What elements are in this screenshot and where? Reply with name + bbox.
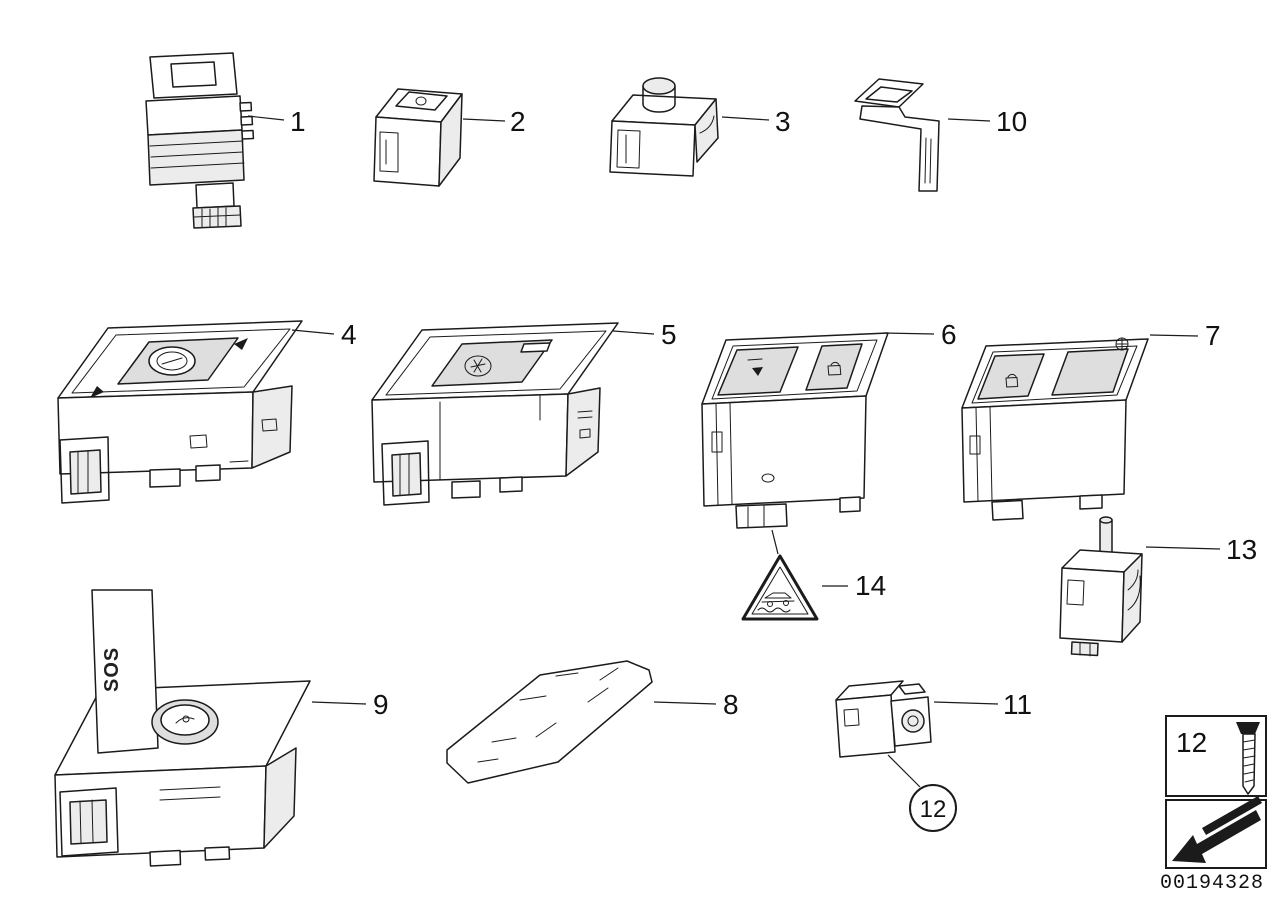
part-11-sensor-drawing bbox=[835, 680, 932, 758]
callout-14[interactable]: 14 bbox=[855, 570, 886, 601]
callout-13[interactable]: 13 bbox=[1226, 534, 1257, 565]
sos-label: SOS bbox=[101, 647, 123, 692]
part-7-window-switch-drawing bbox=[961, 337, 1149, 521]
part-3-push-button-switch-drawing bbox=[609, 77, 719, 177]
callout-7[interactable]: 7 bbox=[1205, 320, 1221, 351]
callout-4[interactable]: 4 bbox=[341, 319, 357, 350]
callout-8[interactable]: 8 bbox=[723, 689, 739, 720]
part-9-sos-switch-drawing: SOS bbox=[54, 589, 311, 867]
callout-leader-lines bbox=[247, 115, 1221, 788]
callout-10[interactable]: 10 bbox=[996, 106, 1027, 137]
callout-6[interactable]: 6 bbox=[941, 319, 957, 350]
callout-2[interactable]: 2 bbox=[510, 106, 526, 137]
legend-screw-box: 12 bbox=[1165, 715, 1267, 797]
screw-icon bbox=[1236, 722, 1260, 795]
callout-3[interactable]: 3 bbox=[775, 106, 791, 137]
direction-arrow-box bbox=[1165, 796, 1267, 869]
part-13-micro-switch-drawing bbox=[1059, 516, 1143, 657]
callout-9[interactable]: 9 bbox=[373, 689, 389, 720]
callout-1[interactable]: 1 bbox=[290, 106, 306, 137]
direction-arrow-icon bbox=[1172, 796, 1262, 863]
part-5-window-switch-drawing bbox=[371, 322, 619, 506]
callout-5[interactable]: 5 bbox=[661, 319, 677, 350]
legend-12-label[interactable]: 12 bbox=[1176, 727, 1207, 758]
part-8-adhesive-pad-drawing bbox=[446, 660, 653, 784]
callout-12-circled[interactable]: 12 bbox=[909, 784, 957, 832]
part-10-bracket-drawing bbox=[854, 78, 940, 192]
part-4-window-switch-drawing bbox=[57, 320, 303, 504]
callout-11[interactable]: 11 bbox=[1003, 689, 1032, 720]
part-2-small-switch-drawing bbox=[373, 88, 463, 187]
callout-12-circled-label: 12 bbox=[920, 796, 947, 823]
part-14-warning-triangle-drawing bbox=[741, 554, 819, 621]
document-number: 00194328 bbox=[1160, 872, 1264, 895]
part-1-switch-unit-drawing bbox=[145, 52, 255, 229]
part-6-window-switch-drawing bbox=[701, 332, 889, 529]
